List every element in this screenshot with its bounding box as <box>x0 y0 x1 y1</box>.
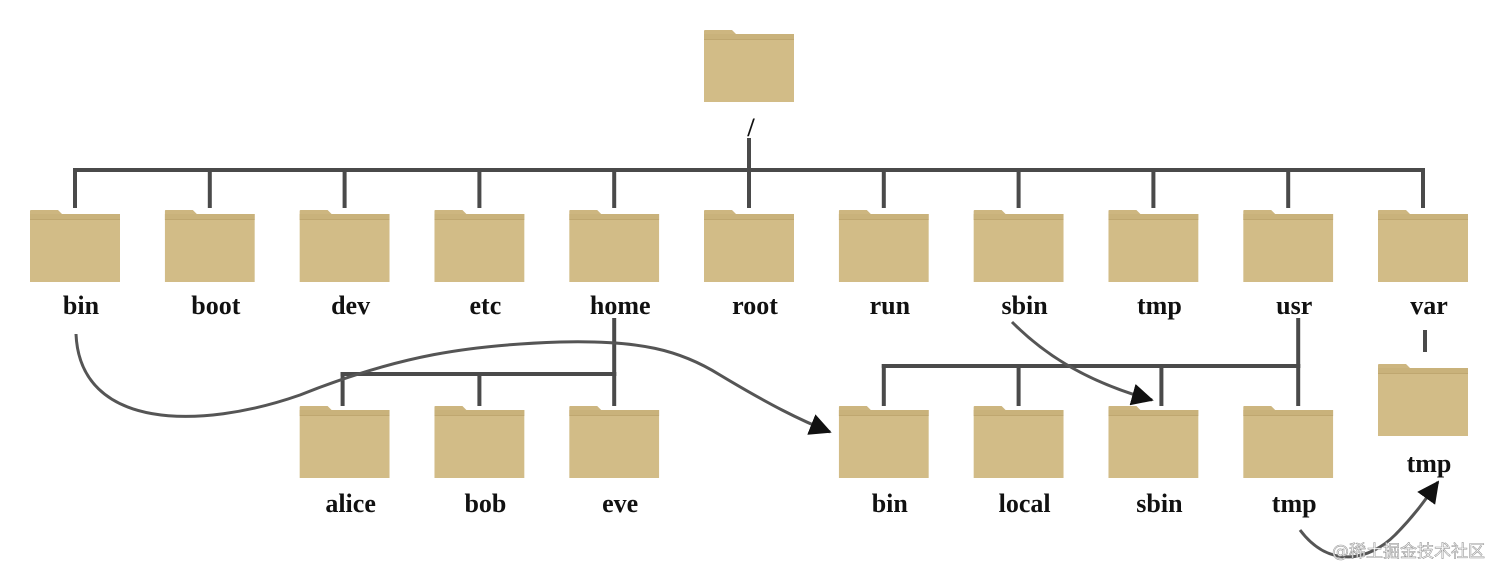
folder-label: alice <box>325 489 376 518</box>
folder-icon <box>704 210 794 282</box>
folder-icon <box>434 210 525 282</box>
folder-icon <box>1108 406 1199 478</box>
folder-label: bin <box>63 291 100 320</box>
folder-root: / <box>704 30 794 142</box>
tree-lines <box>73 138 1427 406</box>
folder-label: bin <box>872 489 909 518</box>
folder-label: run <box>870 291 911 320</box>
folder-icon <box>569 406 660 478</box>
folder-icon <box>1243 406 1334 478</box>
folder-usr-bin: bin <box>838 406 929 518</box>
folder-label: tmp <box>1407 449 1452 478</box>
folder-icon <box>299 210 390 282</box>
folder-label: eve <box>602 489 638 518</box>
link-arrow-bin <box>74 333 832 435</box>
folder-label: sbin <box>1136 489 1183 518</box>
folder-var-tmp: tmp <box>1378 364 1468 478</box>
folder-icon <box>30 210 120 282</box>
folder-label: bob <box>464 489 506 518</box>
folder-icon <box>704 30 794 102</box>
folder-label: tmp <box>1137 291 1182 320</box>
folder-icon <box>973 210 1064 282</box>
watermark: @稀土掘金技术社区 <box>1332 542 1485 562</box>
folder-home-bob: bob <box>434 406 525 518</box>
folder-sbin: sbin <box>973 210 1064 320</box>
folder-home: home <box>569 210 660 320</box>
folder-label: dev <box>331 291 370 320</box>
folder-icon <box>1243 210 1334 282</box>
folder-home-alice: alice <box>299 406 390 518</box>
folder-home-eve: eve <box>569 406 660 518</box>
folder-var: var <box>1378 210 1468 320</box>
folder-label: local <box>999 489 1051 518</box>
folder-usr-tmp: tmp <box>1243 406 1334 518</box>
folder-label: sbin <box>1001 291 1048 320</box>
folder-label: tmp <box>1272 489 1317 518</box>
folder-label: boot <box>191 291 240 320</box>
folder-icon <box>1378 364 1468 436</box>
folder-icon <box>973 406 1064 478</box>
folder-icon <box>299 406 390 478</box>
folder-usr-sbin: sbin <box>1108 406 1199 518</box>
folder-dev: dev <box>299 210 390 320</box>
folder-bin: bin <box>30 210 120 320</box>
folder-boot: boot <box>164 210 255 320</box>
folder-label: / <box>746 113 755 142</box>
folder-label: etc <box>470 291 502 320</box>
folder-label: usr <box>1276 291 1312 320</box>
folder-etc: etc <box>434 210 525 320</box>
folder-tmp: tmp <box>1108 210 1199 320</box>
folder-icon <box>1108 210 1199 282</box>
folder-label: root <box>732 291 778 320</box>
folder-icon <box>838 406 929 478</box>
folder-icon <box>569 210 660 282</box>
folder-run: run <box>838 210 929 320</box>
folder-nodes: / bin boot dev etc home root run sbin tmp usr var al… <box>30 30 1468 518</box>
link-arrow-tmp <box>1298 480 1440 559</box>
folder-root: root <box>704 210 794 320</box>
folder-label: var <box>1410 291 1448 320</box>
link-arrows <box>74 320 1440 559</box>
link-arrow-sbin <box>1010 320 1154 406</box>
folder-icon <box>838 210 929 282</box>
folder-icon <box>1378 210 1468 282</box>
folder-usr: usr <box>1243 210 1334 320</box>
folder-usr-local: local <box>973 406 1064 518</box>
folder-label: home <box>590 291 651 320</box>
folder-icon <box>434 406 525 478</box>
folder-icon <box>164 210 255 282</box>
